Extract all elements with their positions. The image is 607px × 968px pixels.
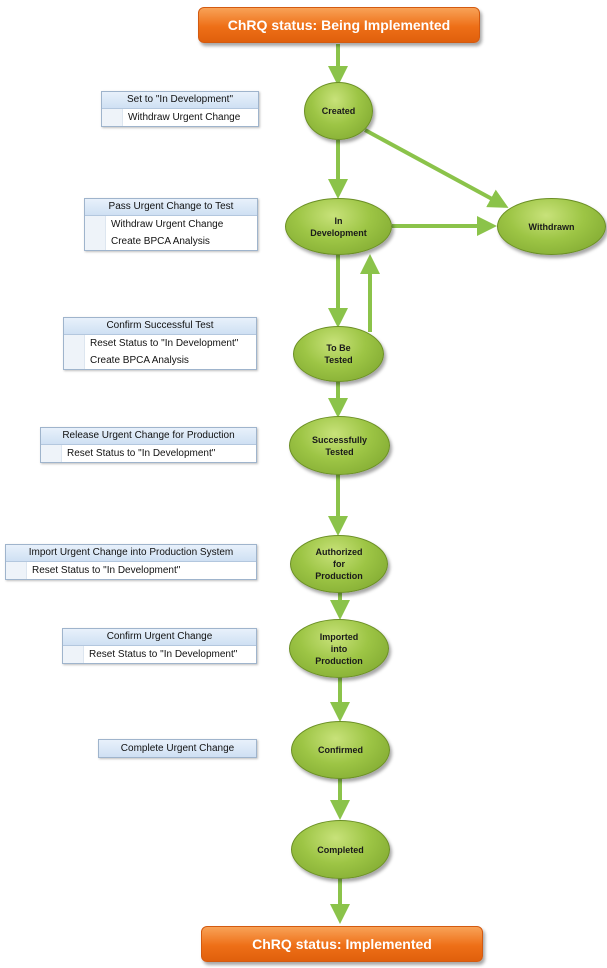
menu-item-reset-status[interactable]: Reset Status to "In Development" <box>41 445 256 462</box>
menu-item-reset-status[interactable]: Reset Status to "In Development" <box>64 335 256 352</box>
actions-menu-in-development: Pass Urgent Change to Test Withdraw Urge… <box>84 198 258 251</box>
node-confirmed: Confirmed <box>291 721 390 779</box>
actions-menu-confirmed: Complete Urgent Change <box>98 739 257 758</box>
node-in-development: In Development <box>285 198 392 255</box>
menu-item-confirm-successful-test[interactable]: Confirm Successful Test <box>64 318 256 335</box>
menu-item-complete-urgent-change[interactable]: Complete Urgent Change <box>99 740 256 757</box>
actions-menu-to-be-tested: Confirm Successful Test Reset Status to … <box>63 317 257 370</box>
arrow-created-to-withdrawn <box>364 128 509 208</box>
menu-item-create-bpca-analysis[interactable]: Create BPCA Analysis <box>64 352 256 369</box>
actions-menu-imported: Confirm Urgent Change Reset Status to "I… <box>62 628 257 664</box>
node-completed: Completed <box>291 820 390 879</box>
actions-menu-successfully-tested: Release Urgent Change for Production Res… <box>40 427 257 463</box>
menu-item-withdraw-urgent-change[interactable]: Withdraw Urgent Change <box>102 109 258 126</box>
menu-item-reset-status[interactable]: Reset Status to "In Development" <box>63 646 256 663</box>
menu-item-release-for-production[interactable]: Release Urgent Change for Production <box>41 428 256 445</box>
node-withdrawn: Withdrawn <box>497 198 606 255</box>
node-imported-into-production: Imported into Production <box>289 619 389 678</box>
node-to-be-tested: To Be Tested <box>293 326 384 382</box>
menu-item-create-bpca-analysis[interactable]: Create BPCA Analysis <box>85 233 257 250</box>
menu-item-confirm-urgent-change[interactable]: Confirm Urgent Change <box>63 629 256 646</box>
status-banner-being-implemented: ChRQ status: Being Implemented <box>198 7 480 43</box>
node-authorized-for-production: Authorized for Production <box>290 535 388 593</box>
actions-menu-created: Set to "In Development" Withdraw Urgent … <box>101 91 259 127</box>
menu-item-withdraw-urgent-change[interactable]: Withdraw Urgent Change <box>85 216 257 233</box>
menu-item-import-into-production[interactable]: Import Urgent Change into Production Sys… <box>6 545 256 562</box>
actions-menu-authorized: Import Urgent Change into Production Sys… <box>5 544 257 580</box>
menu-item-set-in-development[interactable]: Set to "In Development" <box>102 92 258 109</box>
menu-item-reset-status[interactable]: Reset Status to "In Development" <box>6 562 256 579</box>
status-banner-implemented: ChRQ status: Implemented <box>201 926 483 962</box>
node-created: Created <box>304 82 373 140</box>
node-successfully-tested: Successfully Tested <box>289 416 390 475</box>
menu-item-pass-to-test[interactable]: Pass Urgent Change to Test <box>85 199 257 216</box>
